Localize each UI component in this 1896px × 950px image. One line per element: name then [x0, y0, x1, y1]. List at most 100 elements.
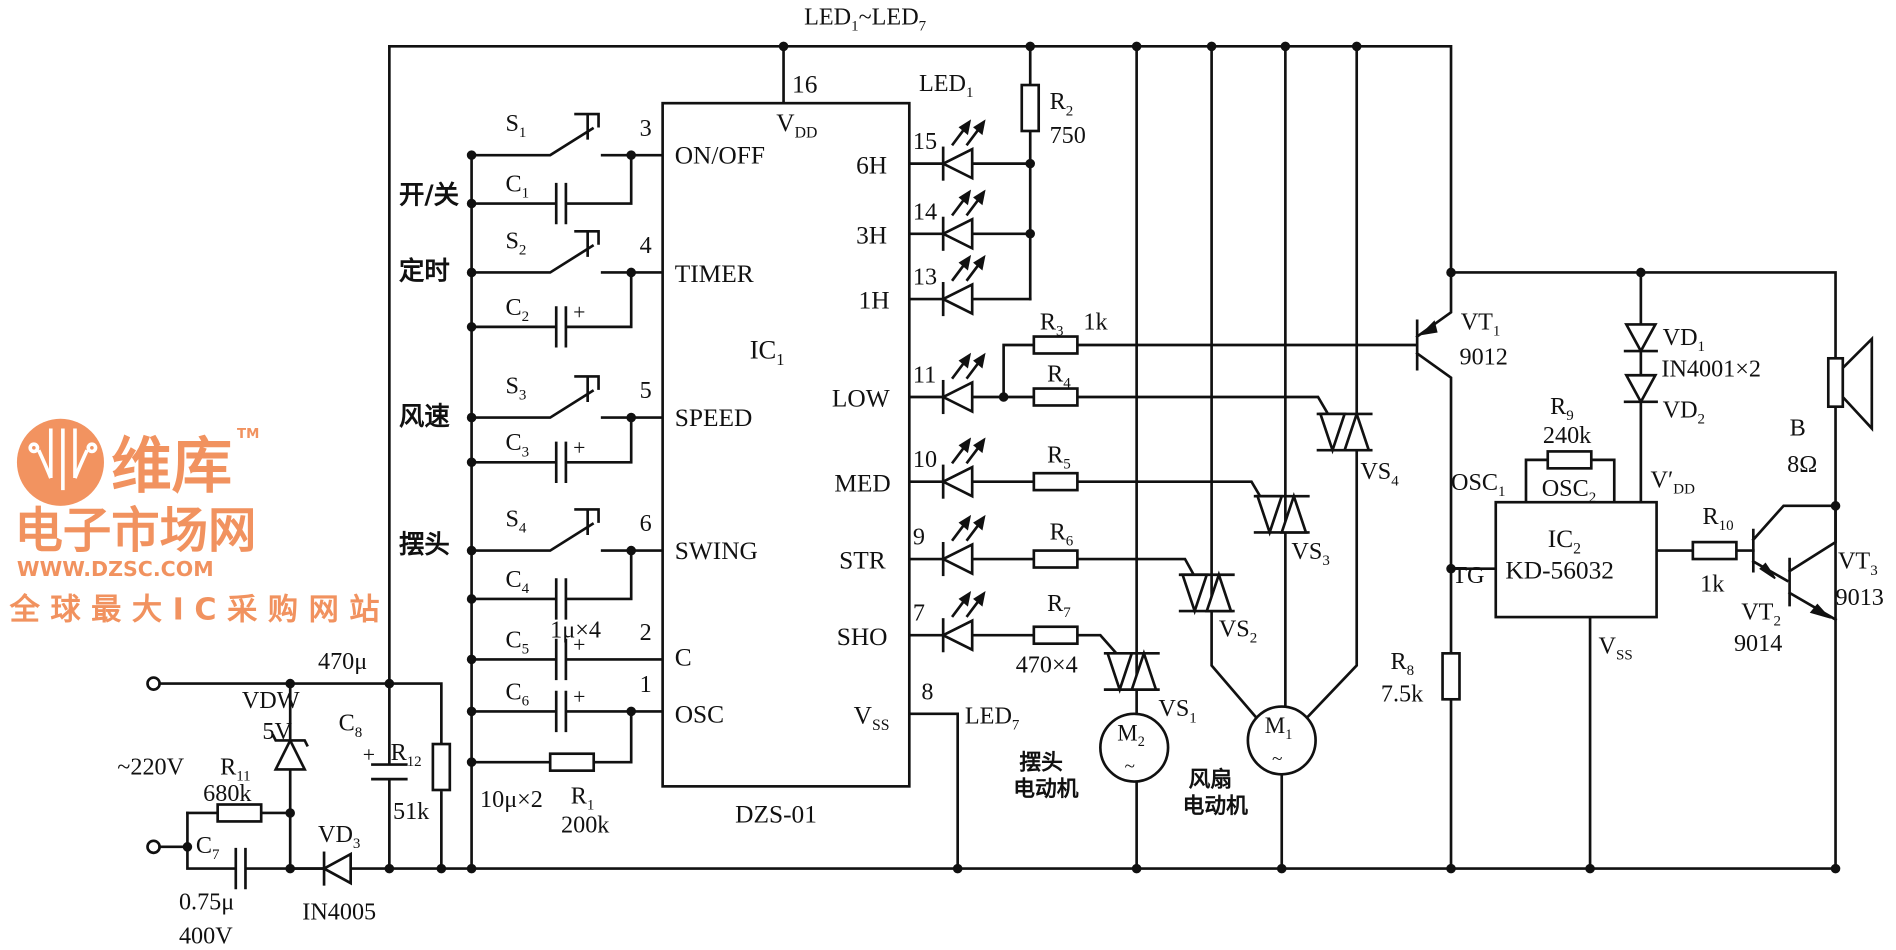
subscript: 7 — [919, 19, 927, 35]
c6-label: C6 — [505, 678, 529, 709]
m2-label: M2 — [1117, 720, 1145, 750]
pin-label-str: STR — [839, 547, 886, 575]
control-label-3: 风速 — [399, 401, 450, 431]
r11-label: R11 — [220, 753, 251, 784]
switch-label-S3: S3 — [505, 372, 526, 403]
watermark-logo-circuit-icon — [28, 428, 98, 491]
light-arrowhead-icon — [973, 591, 986, 607]
junction-dot — [1025, 41, 1036, 52]
text-part: R — [1703, 503, 1720, 530]
light-arrowhead-icon — [973, 437, 986, 454]
junction-dot — [1830, 863, 1841, 874]
text-part: VS — [1291, 538, 1322, 565]
switch-3 — [470, 389, 595, 419]
vs2-label: VS2 — [1219, 615, 1257, 646]
led-triangle — [940, 464, 974, 499]
cap-line — [470, 416, 633, 464]
subscript: 6 — [522, 693, 530, 709]
junction-dot — [466, 654, 477, 665]
r9-label: R9 — [1550, 393, 1574, 424]
junction-dot — [1131, 863, 1142, 874]
capacitor-gap — [556, 307, 566, 347]
resistor-R9 — [1546, 450, 1593, 470]
text-part: V — [1599, 632, 1617, 659]
text-part: VD — [1663, 397, 1698, 424]
text-part: C — [505, 294, 521, 321]
capacitor-plates — [554, 441, 568, 483]
subscript: 8 — [1407, 663, 1414, 679]
subscript: 9 — [1566, 408, 1574, 424]
watermark-name: 电子市场网 — [15, 503, 257, 559]
control-label-4: 摆头 — [399, 529, 450, 559]
pin-number: 9 — [913, 524, 925, 551]
led — [940, 352, 986, 415]
supply-line — [158, 682, 443, 870]
ic1-vss-label: VSS — [854, 701, 890, 733]
cap-line — [470, 549, 633, 601]
vt3-label: VT3 — [1838, 548, 1878, 579]
resistor-R10 — [1691, 540, 1738, 561]
pin-number: 10 — [913, 446, 937, 473]
subscript: 3 — [519, 387, 527, 403]
pin-number: 6 — [640, 510, 652, 537]
subscript: 2 — [522, 309, 530, 325]
text-part: VD — [318, 821, 353, 848]
m1-caption-2: 电动机 — [1183, 794, 1248, 819]
pin-label-timer: TIMER — [675, 260, 754, 288]
m2-ac-icon: ~ — [1125, 756, 1135, 777]
text-part: LED — [965, 702, 1012, 729]
subscript: 6 — [1066, 534, 1074, 550]
triac-triangle-up — [1279, 491, 1308, 534]
junction-dot — [466, 545, 477, 556]
junction-dot — [466, 757, 477, 767]
subscript: 5 — [522, 641, 530, 657]
capacitor-C8 — [371, 682, 408, 870]
text-part: VS — [1158, 695, 1189, 722]
capacitor-C4 — [554, 578, 568, 620]
c7-rating: 400V — [179, 923, 233, 950]
led-triangle — [940, 542, 974, 576]
subscript: DD — [1673, 482, 1695, 498]
watermark-brand: 维库 — [111, 431, 232, 501]
text-part: VT — [1741, 598, 1773, 625]
r8-value: 7.5k — [1381, 681, 1424, 708]
m1-label: M1 — [1265, 713, 1293, 743]
control-label-2: 定时 — [399, 256, 450, 286]
subscript: 12 — [407, 754, 422, 770]
subscript: 4 — [1391, 473, 1399, 489]
pin-label-sho: SHO — [837, 623, 888, 651]
subscript: 1 — [1285, 727, 1292, 743]
text-part: R — [1047, 360, 1064, 387]
vdw-label: VDW — [242, 687, 300, 714]
junction-dot — [466, 706, 477, 717]
ic2-part-number: KD-56032 — [1505, 556, 1614, 584]
resistor — [1032, 549, 1079, 569]
junction-dot — [285, 863, 295, 874]
mains-terminal-1 — [146, 676, 161, 691]
ic2-body — [1494, 500, 1658, 619]
text-part: C — [505, 678, 521, 705]
light-arrowhead-icon — [958, 437, 972, 454]
text-part: VT — [1838, 548, 1870, 575]
mains-label: ~220V — [117, 753, 184, 780]
subscript: 2 — [1573, 540, 1581, 557]
junction-dot — [466, 594, 477, 604]
text-part: VS — [1219, 615, 1250, 642]
text-part: M — [1265, 713, 1285, 738]
capacitor-C1 — [554, 182, 568, 225]
subscript: 11 — [236, 768, 250, 784]
vs3-label: VS3 — [1291, 538, 1329, 569]
resistor-R1 — [548, 752, 596, 772]
speaker-cone-icon — [1841, 335, 1874, 432]
pin-label-6h: 6H — [856, 151, 887, 179]
junction-dot — [466, 457, 477, 468]
vs3-column — [1280, 45, 1287, 870]
pin-8-label: 8 — [921, 678, 933, 705]
switch-4 — [470, 522, 595, 552]
pin-number: 11 — [913, 361, 936, 388]
junction-dot — [466, 863, 477, 874]
capacitor-gap — [556, 640, 566, 679]
labels: +LED1~LED716VDDIC1DZS-01VSS8LED1LED7R275… — [117, 4, 1884, 950]
text-part: C — [196, 832, 212, 859]
